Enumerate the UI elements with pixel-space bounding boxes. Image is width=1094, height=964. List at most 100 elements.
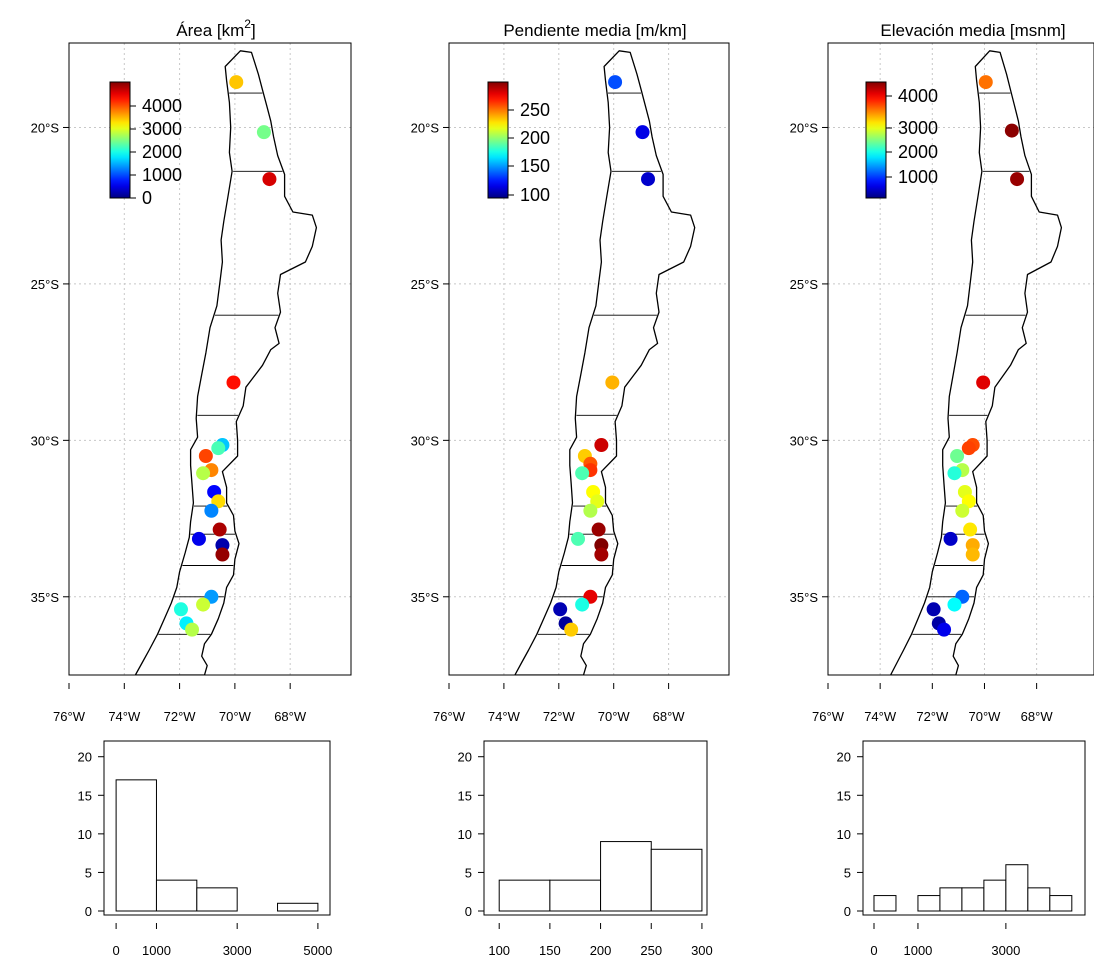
data-point xyxy=(215,547,230,562)
data-point xyxy=(229,75,244,90)
data-point xyxy=(564,622,579,637)
hist-y-tick-label: 15 xyxy=(837,788,851,803)
histogram-bar xyxy=(277,902,319,912)
histogram-bar xyxy=(983,879,1007,912)
data-point xyxy=(1010,172,1025,187)
hist-x-tick-label: 3000 xyxy=(223,943,252,958)
hist-x-tick-label: 1000 xyxy=(142,943,171,958)
x-tick-label: 76°W xyxy=(53,709,86,724)
histogram-frame xyxy=(862,740,1086,916)
x-tick-label: 76°W xyxy=(812,709,845,724)
chile-outline xyxy=(889,50,1063,675)
map-content xyxy=(828,43,1094,675)
hist-x-tick-label: 0 xyxy=(112,943,119,958)
chile-outline xyxy=(514,50,696,675)
colorbar-tick-label: 3000 xyxy=(142,119,182,139)
histogram-bar xyxy=(155,879,198,912)
data-point xyxy=(641,172,656,187)
data-point xyxy=(963,522,978,537)
x-tick-label: 70°W xyxy=(598,709,631,724)
data-point xyxy=(571,531,586,546)
data-point xyxy=(575,597,590,612)
colorbar-tick-label: 4000 xyxy=(142,96,182,116)
map-frame xyxy=(68,42,352,676)
histogram-bar xyxy=(196,887,238,912)
histogram-frame xyxy=(483,740,708,916)
hist-y-tick-label: 10 xyxy=(837,827,851,842)
colorbar-tick-label: 2000 xyxy=(898,142,938,162)
data-point xyxy=(212,522,227,537)
hist-x-tick-label: 5000 xyxy=(303,943,332,958)
hist-y-tick-label: 20 xyxy=(78,750,92,765)
data-point xyxy=(608,75,623,90)
y-tick-label: 25°S xyxy=(31,277,60,292)
data-point xyxy=(635,125,650,140)
histogram-bar xyxy=(1049,895,1073,912)
data-point xyxy=(196,466,211,481)
colorbar-tick-label: 100 xyxy=(520,185,550,205)
x-tick-label: 70°W xyxy=(219,709,252,724)
colorbar-tick-label: 250 xyxy=(520,100,550,120)
data-point xyxy=(583,503,598,518)
hist-x-tick-label: 300 xyxy=(691,943,713,958)
data-point xyxy=(196,597,211,612)
data-point xyxy=(594,438,609,453)
data-point xyxy=(965,547,980,562)
colorbar-tick-label: 3000 xyxy=(898,118,938,138)
data-point xyxy=(943,531,958,546)
y-tick-label: 25°S xyxy=(411,277,440,292)
title-main: Área [km xyxy=(176,21,244,40)
histogram-bar xyxy=(873,895,897,912)
data-point xyxy=(594,547,609,562)
data-point xyxy=(256,125,271,140)
data-point xyxy=(553,602,568,617)
x-tick-label: 74°W xyxy=(488,709,521,724)
data-point xyxy=(575,466,590,481)
data-point xyxy=(198,448,213,463)
colorbar-tick-label: 2000 xyxy=(142,142,182,162)
y-tick-label: 30°S xyxy=(790,433,819,448)
hist-x-tick-label: 150 xyxy=(539,943,561,958)
data-point xyxy=(211,441,226,456)
colorbar-tick-label: 150 xyxy=(520,156,550,176)
histogram-bar xyxy=(917,895,941,912)
histogram-bar xyxy=(1005,864,1029,912)
data-point xyxy=(605,375,620,390)
y-tick-label: 35°S xyxy=(790,590,819,605)
y-tick-label: 35°S xyxy=(411,590,440,605)
y-tick-label: 30°S xyxy=(411,433,440,448)
colorbar-bar xyxy=(865,81,887,199)
map-frame xyxy=(827,42,1094,676)
x-tick-label: 72°W xyxy=(543,709,576,724)
x-tick-label: 74°W xyxy=(108,709,141,724)
hist-y-tick-label: 10 xyxy=(78,827,92,842)
title-end: ] xyxy=(251,21,256,40)
y-tick-label: 20°S xyxy=(411,120,440,135)
data-point xyxy=(262,172,277,187)
data-point xyxy=(226,375,241,390)
data-point xyxy=(185,622,200,637)
x-tick-label: 72°W xyxy=(916,709,949,724)
hist-y-tick-label: 5 xyxy=(85,865,92,880)
y-tick-label: 30°S xyxy=(31,433,60,448)
hist-y-tick-label: 5 xyxy=(465,865,472,880)
hist-x-tick-label: 100 xyxy=(488,943,510,958)
colorbar-tick-label: 200 xyxy=(520,128,550,148)
y-tick-label: 20°S xyxy=(790,120,819,135)
data-point xyxy=(950,448,965,463)
data-point xyxy=(591,522,606,537)
histogram-bar xyxy=(600,841,652,912)
x-tick-label: 70°W xyxy=(969,709,1002,724)
histogram-bar xyxy=(115,779,157,912)
colorbar: 100 150 200 250 xyxy=(487,81,550,205)
map-content xyxy=(69,43,351,675)
y-tick-label: 25°S xyxy=(790,277,819,292)
panel-title: Elevación media [msnm] xyxy=(880,21,1065,40)
